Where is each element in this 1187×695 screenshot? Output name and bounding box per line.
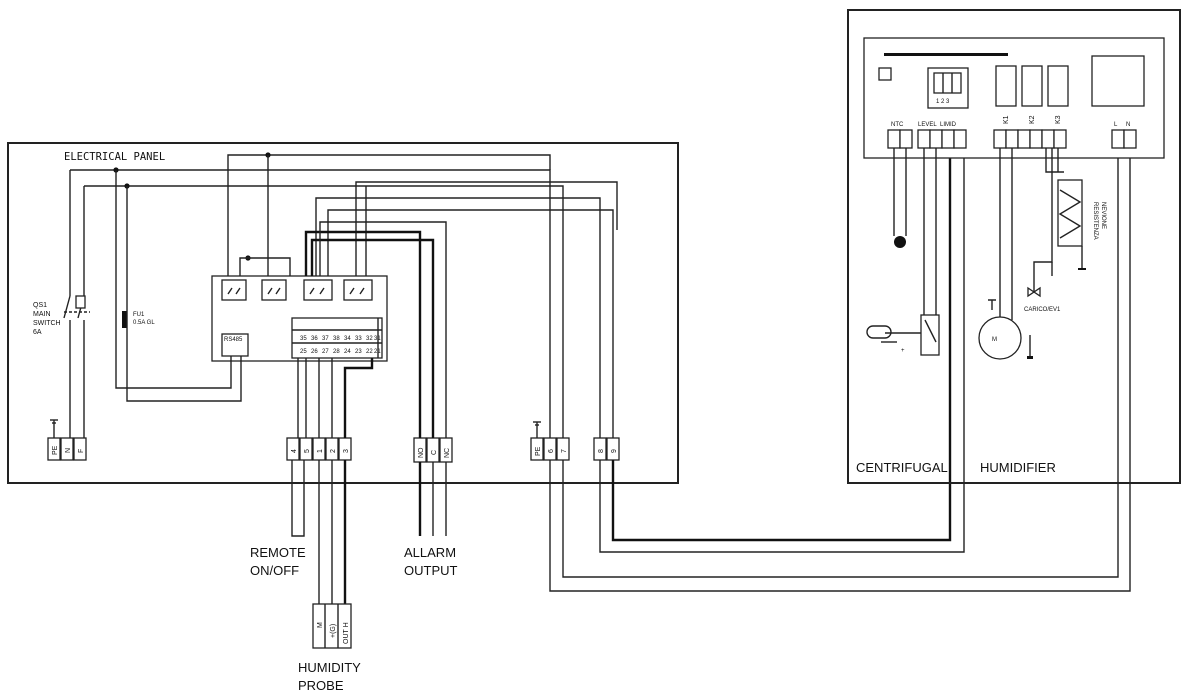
svg-text:C: C <box>431 450 438 455</box>
svg-text:ON/OFF: ON/OFF <box>250 563 299 578</box>
humidity-probe: M +(G) OUT H HUMIDITY PROBE <box>298 603 361 693</box>
input-terminal-block: 4 5 1 2 3 <box>286 437 352 461</box>
svg-text:7: 7 <box>561 449 568 453</box>
svg-text:8: 8 <box>598 449 605 453</box>
svg-text:6A: 6A <box>33 329 42 336</box>
main-switch-label: QS1 MAIN SWITCH 6A <box>33 302 61 336</box>
fan-terminal-block: PE 6 7 <box>530 421 570 461</box>
svg-text:1: 1 <box>317 449 324 453</box>
panel-wiring <box>70 152 618 438</box>
board-terminals <box>887 129 1137 149</box>
svg-text:L: L <box>1114 122 1118 128</box>
centrifugal-label: CENTRIFUGAL <box>856 460 948 475</box>
svg-text:25: 25 <box>300 349 307 355</box>
svg-text:REMOTE: REMOTE <box>250 545 306 560</box>
resistor-icon: RESISTENZA NEVIONE <box>1033 148 1106 282</box>
svg-text:35: 35 <box>300 336 307 342</box>
svg-text:37: 37 <box>322 336 329 342</box>
electrical-panel-title: ELECTRICAL PANEL <box>64 151 165 163</box>
svg-text:9: 9 <box>611 449 618 453</box>
controller-module: RS485 35 36 37 38 34 33 32 31 25 26 27 2… <box>211 275 388 362</box>
svg-text:N: N <box>65 448 72 453</box>
svg-text:LEVEL: LEVEL <box>918 122 937 128</box>
alarm-output-label: ALLARM OUTPUT <box>404 545 458 578</box>
svg-text:NC: NC <box>444 448 451 458</box>
svg-text:NO: NO <box>418 447 425 458</box>
main-switch-icon <box>63 170 90 438</box>
fuse-icon: FU1 0.5A GL <box>122 311 155 328</box>
svg-text:QS1: QS1 <box>33 302 47 309</box>
svg-text:MAIN: MAIN <box>33 311 51 318</box>
svg-text:M: M <box>992 337 997 343</box>
svg-text:32: 32 <box>366 336 373 342</box>
external-wiring <box>291 148 1131 604</box>
svg-text:N: N <box>1126 122 1130 128</box>
electrical-panel-frame <box>7 142 679 484</box>
fill-valve-icon: CARICO/EV1 <box>1024 282 1061 313</box>
svg-text:+: + <box>901 348 905 354</box>
power-terminal-block: PE N F <box>47 419 87 461</box>
humidifier-terminal-block: 8 9 <box>593 437 620 461</box>
fan-motor-icon: M <box>978 148 1033 360</box>
alarm-terminal-block: NO C NC <box>413 437 453 463</box>
svg-text:K1: K1 <box>1003 115 1010 124</box>
svg-text:34: 34 <box>344 336 351 342</box>
svg-text:26: 26 <box>311 349 318 355</box>
level-sensor-icon: + <box>866 148 940 356</box>
humidifier-unit: 1 2 3 NTC LEVEL LIMID K1 K2 K3 L N <box>847 9 1181 484</box>
svg-text:PROBE: PROBE <box>298 678 344 693</box>
humidifier-frame <box>847 9 1181 484</box>
svg-text:NTC: NTC <box>891 122 904 128</box>
humidifier-label: HUMIDIFIER <box>980 460 1056 475</box>
svg-text:38: 38 <box>333 336 340 342</box>
svg-text:23: 23 <box>355 349 362 355</box>
svg-text:5: 5 <box>304 449 311 453</box>
svg-text:M: M <box>317 622 324 628</box>
svg-text:LIMID: LIMID <box>940 122 957 128</box>
remote-on-off-label: REMOTE ON/OFF <box>250 545 306 578</box>
svg-text:CARICO/EV1: CARICO/EV1 <box>1024 307 1061 313</box>
svg-text:K3: K3 <box>1055 115 1062 124</box>
svg-text:6: 6 <box>548 449 555 453</box>
svg-text:OUT H: OUT H <box>343 622 350 644</box>
svg-text:0.5A GL: 0.5A GL <box>133 320 155 326</box>
svg-text:K2: K2 <box>1029 115 1036 124</box>
svg-text:OUTPUT: OUTPUT <box>404 563 458 578</box>
svg-text:1 2 3: 1 2 3 <box>936 99 950 105</box>
svg-text:NEVIONE: NEVIONE <box>1100 202 1106 229</box>
rs485-label: RS485 <box>224 337 243 343</box>
electrical-panel: ELECTRICAL PANEL QS1 MAIN SWITCH 6A FU1 … <box>7 142 679 484</box>
svg-text:28: 28 <box>333 349 340 355</box>
svg-text:24: 24 <box>344 349 351 355</box>
svg-text:27: 27 <box>322 349 329 355</box>
svg-text:4: 4 <box>291 449 298 453</box>
svg-text:F: F <box>78 449 85 453</box>
svg-text:2: 2 <box>330 449 337 453</box>
svg-text:PE: PE <box>535 446 542 456</box>
svg-text:FU1: FU1 <box>133 312 145 318</box>
svg-text:3: 3 <box>343 449 350 453</box>
ntc-probe-icon <box>893 148 907 248</box>
svg-text:SWITCH: SWITCH <box>33 320 61 327</box>
svg-text:HUMIDITY: HUMIDITY <box>298 660 361 675</box>
svg-text:22: 22 <box>366 349 373 355</box>
svg-text:33: 33 <box>355 336 362 342</box>
svg-text:36: 36 <box>311 336 318 342</box>
svg-text:PE: PE <box>52 445 59 455</box>
svg-text:RESISTENZA: RESISTENZA <box>1092 202 1098 240</box>
svg-text:ALLARM: ALLARM <box>404 545 456 560</box>
svg-text:+(G): +(G) <box>330 624 337 638</box>
